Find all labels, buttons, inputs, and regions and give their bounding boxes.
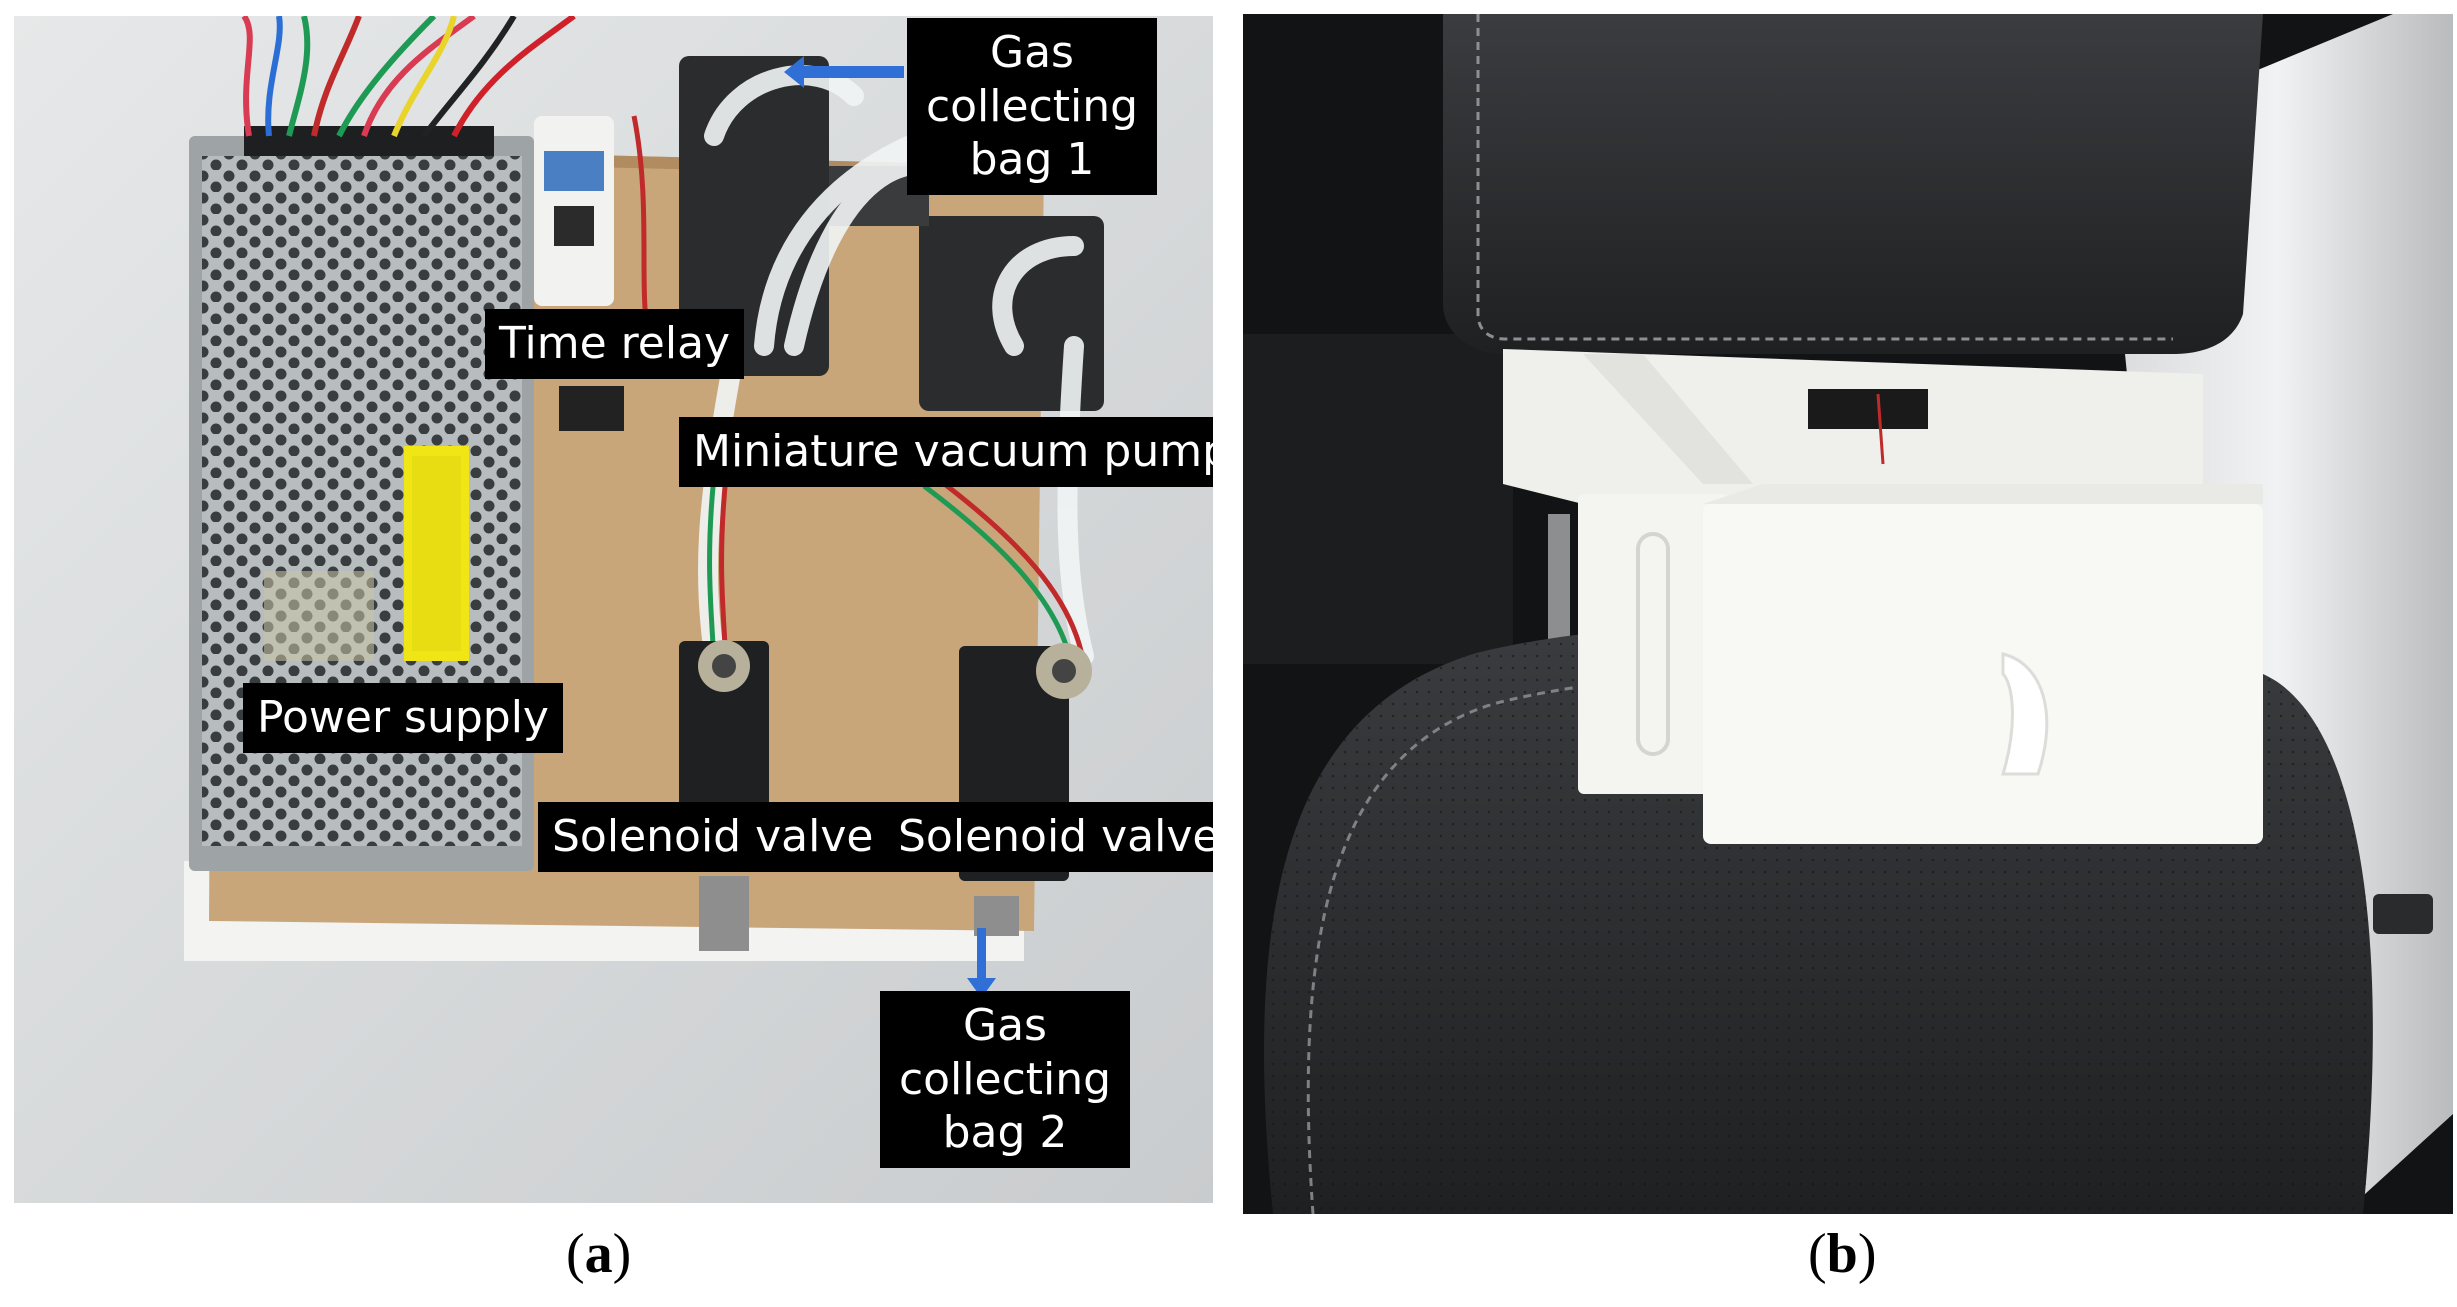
label-solenoid-valve-2: Solenoid valve 2 [884,802,1213,872]
label-line: bag 2 [942,1107,1068,1159]
label-line: bag 1 [969,134,1095,186]
label-miniature-vacuum-pump: Miniature vacuum pump [679,417,1213,487]
label-gas-collecting-bag-1: Gas collecting bag 1 [907,18,1157,196]
caption-letter: b [1826,1223,1858,1285]
caption-paren-close: ) [1857,1223,1877,1285]
label-line: collecting [898,1053,1112,1105]
seat-illustration [1243,14,2453,1214]
photo-device-on-seat [1243,14,2453,1214]
label-line: Gas [963,1000,1047,1051]
label-line: collecting [925,80,1139,132]
label-solenoid-valve-1: Solenoid valve 1 [538,802,930,872]
label-gas-collecting-bag-2: Gas collecting bag 2 [880,991,1130,1169]
caption-paren-open: ( [1808,1223,1827,1285]
label-time-relay: Time relay [485,309,745,379]
caption-paren-close: ) [612,1223,632,1285]
label-power-supply: Power supply [243,683,563,753]
caption-panel-a: (a) [566,1222,631,1286]
caption-panel-b: (b) [1808,1222,1876,1286]
caption-letter: a [584,1223,613,1285]
label-line: Gas [990,27,1074,78]
caption-paren-open: ( [566,1223,585,1285]
photo-sampling-device: Gas collecting bag 1 Time relay Miniatur… [14,16,1213,1203]
